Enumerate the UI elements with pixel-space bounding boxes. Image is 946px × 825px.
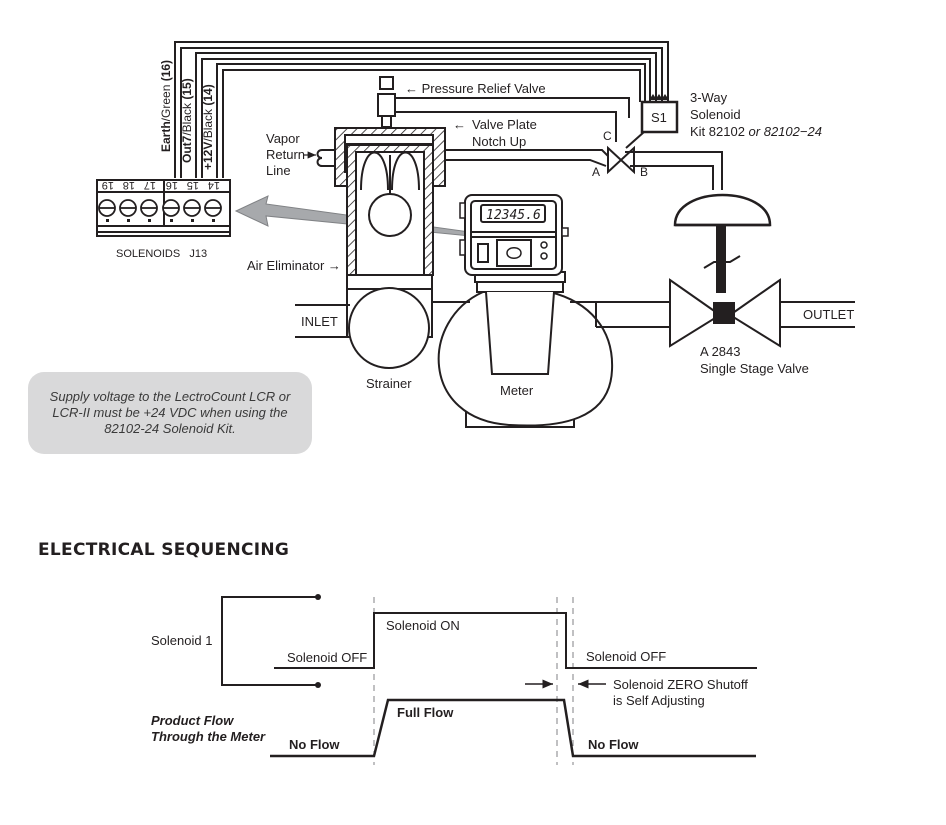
shutoff-note-line1: Solenoid ZERO Shutoff	[613, 677, 748, 692]
single-stage-valve	[669, 278, 781, 348]
bracket-dot-bottom	[315, 682, 321, 688]
meter-body	[437, 271, 614, 428]
solenoid-s1-box	[640, 100, 679, 134]
valve-name-label: Single Stage Valve	[700, 361, 809, 376]
outlet-pipe	[780, 301, 855, 328]
solenoid-off-after-label: Solenoid OFF	[586, 649, 666, 664]
solenoid-on-label: Solenoid ON	[386, 618, 460, 633]
vapor-label-line1: Vapor	[266, 131, 300, 146]
port-b-label: B	[640, 165, 648, 179]
wire-arrowheads	[649, 94, 669, 100]
flow-row-label-line1: Product Flow	[151, 713, 234, 728]
flow-trace	[270, 698, 756, 758]
vapor-label-line2: Return	[266, 147, 305, 162]
solenoid-kit-line1: 3-Way	[690, 90, 728, 105]
solenoid-kit-line2: Solenoid	[690, 107, 741, 122]
terminal-screws	[98, 199, 222, 217]
vapor-label-line3: Line	[266, 163, 291, 178]
no-flow-before-label: No Flow	[289, 737, 340, 752]
meter-display-reading: 12345.6	[486, 208, 541, 223]
solenoid-kit-line3: Kit 82102 or 82102−24	[690, 124, 822, 139]
solenoid-link	[625, 131, 645, 149]
valve-plate-label-line1: Valve Plate	[472, 117, 537, 132]
bracket-dot-top	[315, 594, 321, 600]
valve-model-label: A 2843	[700, 344, 741, 359]
pressure-relief-valve-label: ← Pressure Relief Valve	[405, 81, 546, 96]
inlet-pipe	[295, 304, 350, 338]
terminal-numbers: 19 18 17 16 15 14	[102, 179, 220, 191]
terminal-18: 18	[123, 179, 135, 191]
valve-stem	[716, 225, 726, 293]
outlet-label: OUTLET	[803, 307, 854, 322]
terminal-block-label: SOLENOIDS J13	[116, 248, 207, 260]
port-a-label: A	[592, 165, 600, 179]
lectrocount-register	[459, 194, 569, 276]
solenoid-signal-trace	[274, 612, 757, 669]
valve-to-actuator-pipe	[625, 151, 723, 190]
wire-label-out7: Out7/Black (15)	[180, 78, 194, 163]
solenoid-s1-label: S1	[651, 110, 667, 125]
solenoid-off-before-label: Solenoid OFF	[287, 650, 367, 665]
terminal-14: 14	[208, 179, 220, 191]
flow-row-label-line2: Through the Meter	[151, 729, 266, 744]
valve-stem-spring	[703, 255, 741, 269]
valve-plate-arrow: ←	[453, 117, 466, 132]
solenoid-wires	[174, 41, 669, 178]
full-flow-label: Full Flow	[397, 705, 454, 720]
meter-label: Meter	[500, 383, 534, 398]
meter-outlet-pipe	[432, 301, 670, 328]
vapor-return-fitting	[316, 149, 335, 167]
air-eliminator-body	[346, 144, 434, 276]
port-c-label: C	[603, 129, 612, 143]
valve-seat	[713, 302, 735, 324]
terminal-17: 17	[144, 179, 156, 191]
strainer-label: Strainer	[366, 376, 412, 391]
terminal-19: 19	[102, 179, 114, 191]
strainer	[346, 274, 433, 369]
shutoff-note-line2: is Self Adjusting	[613, 693, 705, 708]
no-flow-after-label: No Flow	[588, 737, 639, 752]
solenoid-row-label: Solenoid 1	[151, 633, 212, 648]
pressure-relief-valve	[377, 76, 396, 128]
air-eliminator-label: Air Eliminator →	[247, 258, 341, 273]
terminal-16: 16	[166, 179, 178, 191]
supply-voltage-note: Supply voltage to the LectroCount LCR or…	[28, 372, 312, 454]
wire-label-12v: +12V/Black (14)	[201, 84, 215, 170]
terminal-pins	[106, 219, 215, 222]
supply-voltage-note-text: Supply voltage to the LectroCount LCR or…	[49, 389, 291, 436]
timing-bracket	[221, 596, 318, 686]
valve-plate-label-line2: Notch Up	[472, 134, 526, 149]
section-title: ELECTRICAL SEQUENCING	[38, 540, 290, 560]
terminal-15: 15	[187, 179, 199, 191]
valve-actuator	[673, 193, 772, 227]
inlet-label: INLET	[301, 314, 338, 329]
wire-label-earth: Earth/Green (16)	[159, 60, 173, 152]
